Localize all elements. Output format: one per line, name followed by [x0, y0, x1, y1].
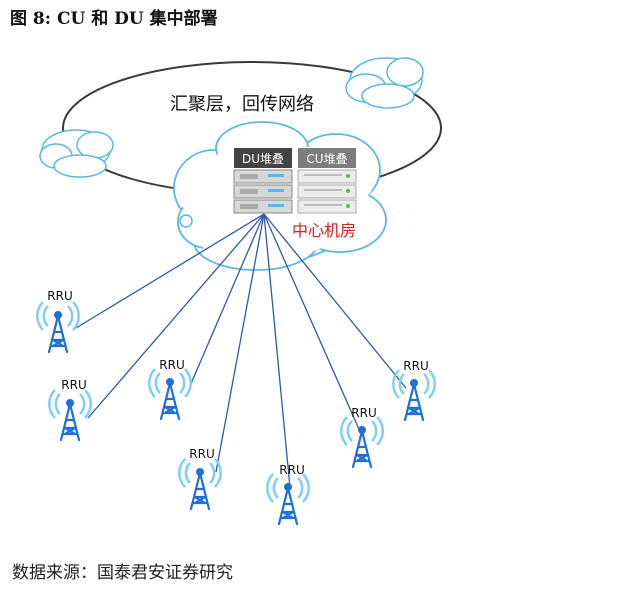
du-stack [233, 148, 293, 214]
rru-2-tower-icon [48, 388, 92, 442]
link-rru-3 [189, 213, 265, 387]
rru-7: RRU [392, 359, 436, 422]
link-rru-7 [263, 213, 407, 389]
link-rru-4 [215, 213, 265, 473]
rru-1-label: RRU [47, 289, 72, 303]
link-rru-1 [75, 213, 265, 329]
du-stack-label: DU堆叠 [242, 152, 284, 166]
central-room-label: 中心机房 [292, 221, 356, 240]
cloud-swirl [179, 214, 193, 228]
cu-stack-label: CU堆叠 [306, 152, 347, 166]
rru-4-tower-icon [178, 457, 222, 511]
rru-4-label: RRU [189, 447, 214, 461]
rru-1: RRU [36, 289, 80, 354]
cu-stack [297, 148, 357, 214]
rru-2: RRU [48, 378, 92, 442]
rru-5: RRU [266, 463, 310, 526]
rru-3-label: RRU [159, 358, 184, 372]
rru-1-tower-icon [36, 300, 80, 354]
figure-source: 数据来源：国泰君安证券研究 [12, 563, 233, 583]
ring-cloud-left [39, 129, 114, 178]
rru-5-tower-icon [266, 472, 310, 526]
rru-3: RRU [148, 358, 192, 421]
rru-5-label: RRU [279, 463, 304, 477]
rru-2-label: RRU [61, 378, 86, 392]
rru-6-tower-icon [340, 415, 384, 469]
rru-7-label: RRU [403, 359, 428, 373]
link-rru-6 [263, 213, 363, 437]
fronthaul-links [75, 213, 407, 489]
rru-6-label: RRU [351, 406, 376, 420]
link-rru-5 [263, 213, 291, 489]
link-rru-2 [87, 213, 265, 419]
rru-3-tower-icon [148, 367, 192, 421]
rru-4: RRU [178, 447, 222, 511]
rru-7-tower-icon [392, 368, 436, 422]
figure-title: 图 8: CU 和 DU 集中部署 [10, 9, 218, 29]
rru-6: RRU [340, 406, 384, 469]
ring-label: 汇聚层，回传网络 [170, 94, 314, 115]
ring-cloud-right [345, 57, 424, 109]
